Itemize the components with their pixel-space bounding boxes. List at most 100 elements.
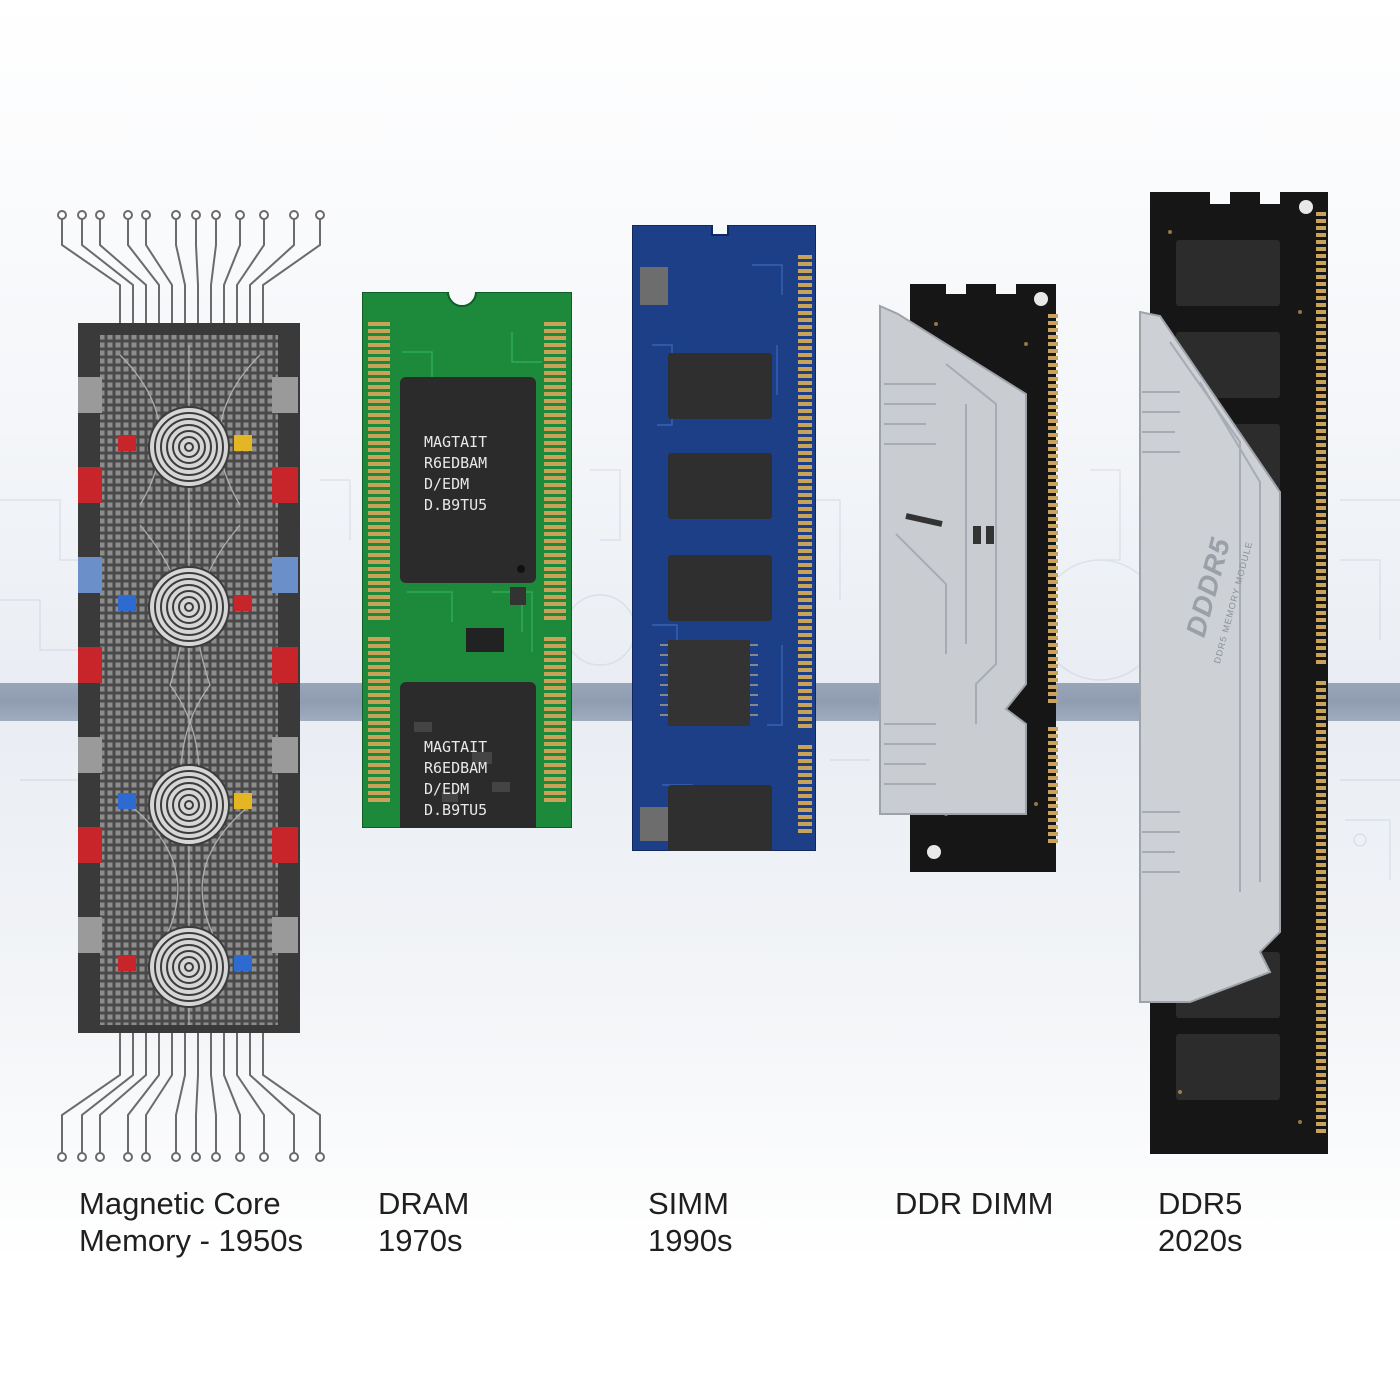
gold-contact — [1048, 699, 1058, 703]
gold-contact — [368, 357, 390, 361]
gold-contact — [1048, 384, 1058, 388]
gold-contact — [1316, 842, 1326, 846]
gold-contact — [1048, 601, 1058, 605]
gold-contact — [798, 444, 812, 448]
magnetic-core-coil — [154, 412, 224, 482]
gold-contact — [544, 721, 566, 725]
gold-contact — [1316, 247, 1326, 251]
gold-contact — [1316, 541, 1326, 545]
gold-contact — [368, 581, 390, 585]
caption-title: DDR DIMM — [895, 1186, 1054, 1221]
gold-contact — [1316, 1052, 1326, 1056]
gold-contact — [798, 262, 812, 266]
gold-contact — [368, 714, 390, 718]
gold-contact — [1316, 401, 1326, 405]
side-pad — [78, 737, 102, 773]
gold-contact — [544, 616, 566, 620]
gold-contact — [1048, 587, 1058, 591]
gold-contact — [1316, 534, 1326, 538]
gold-contact — [1048, 790, 1058, 794]
gold-contact — [544, 518, 566, 522]
magnetic-core-coil — [184, 800, 194, 810]
wire — [99, 1033, 147, 1155]
gold-contact — [1048, 545, 1058, 549]
wire-terminal — [211, 210, 221, 220]
gold-contact — [798, 402, 812, 406]
gold-contact — [1048, 755, 1058, 759]
gold-contact — [544, 469, 566, 473]
gold-contact — [368, 686, 390, 690]
gold-contact — [368, 413, 390, 417]
gold-contact — [368, 798, 390, 802]
gold-contact — [1316, 1003, 1326, 1007]
gold-contact — [1316, 492, 1326, 496]
gold-contact — [368, 378, 390, 382]
gold-contact — [1048, 524, 1058, 528]
gold-contact — [368, 532, 390, 536]
gold-contact — [368, 525, 390, 529]
gold-contact — [1048, 349, 1058, 353]
gold-contact — [1316, 744, 1326, 748]
gold-contact — [544, 322, 566, 326]
magnetic-core-coil — [172, 950, 206, 984]
gold-contact — [544, 406, 566, 410]
magnetic-core-coil — [154, 770, 224, 840]
caption-title: DRAM — [378, 1186, 470, 1221]
gold-contact — [1316, 380, 1326, 384]
gold-contact — [368, 791, 390, 795]
gold-contact — [1316, 660, 1326, 664]
caption-era: Memory - 1950s — [79, 1223, 303, 1258]
gold-contact — [1316, 800, 1326, 804]
core-terminal — [118, 793, 136, 809]
gold-contact — [544, 357, 566, 361]
wire — [81, 1033, 134, 1155]
gold-contact — [368, 602, 390, 606]
gold-contact — [368, 637, 390, 641]
gold-contact — [1316, 457, 1326, 461]
gold-contact — [368, 469, 390, 473]
gold-contact — [1316, 1031, 1326, 1035]
gold-contact — [1316, 716, 1326, 720]
core-terminal — [118, 595, 136, 611]
gold-contact — [1316, 303, 1326, 307]
gold-contact — [544, 434, 566, 438]
gold-contact — [1048, 475, 1058, 479]
gold-contact — [544, 455, 566, 459]
gold-contact — [368, 777, 390, 781]
gold-contact — [368, 721, 390, 725]
wire — [262, 1033, 321, 1155]
ddr5-module: DDDR5 DDR5 MEMORY MODULE — [1130, 192, 1330, 1154]
gold-contact — [1048, 839, 1058, 843]
chip-text-line: MAGTAIT — [424, 738, 488, 756]
magnetic-core-coil — [160, 418, 218, 476]
gold-contact — [798, 521, 812, 525]
gold-contact — [798, 619, 812, 623]
gold-contact — [1316, 261, 1326, 265]
gold-contact — [798, 745, 812, 749]
gold-contact — [1316, 1073, 1326, 1077]
gold-contact — [544, 497, 566, 501]
gold-contact — [368, 420, 390, 424]
gold-contact — [544, 644, 566, 648]
magnetic-core-coil — [184, 962, 194, 972]
gold-contact — [1048, 594, 1058, 598]
gold-contact — [368, 546, 390, 550]
gold-contact — [544, 539, 566, 543]
gold-contact — [1048, 692, 1058, 696]
gold-contact — [1048, 433, 1058, 437]
magnetic-core-coil — [178, 794, 200, 816]
gold-contact — [1048, 762, 1058, 766]
gold-contact — [798, 773, 812, 777]
gold-contact — [798, 255, 812, 259]
gold-contact — [1316, 653, 1326, 657]
gold-contact — [1316, 499, 1326, 503]
wire-terminal — [141, 1152, 151, 1162]
gold-contact — [544, 567, 566, 571]
gold-contact — [798, 661, 812, 665]
gold-contact — [368, 560, 390, 564]
gold-contact — [798, 549, 812, 553]
gold-contact — [1316, 646, 1326, 650]
gold-contact — [1316, 639, 1326, 643]
magnetic-core-coil — [184, 442, 194, 452]
gold-contact — [368, 476, 390, 480]
